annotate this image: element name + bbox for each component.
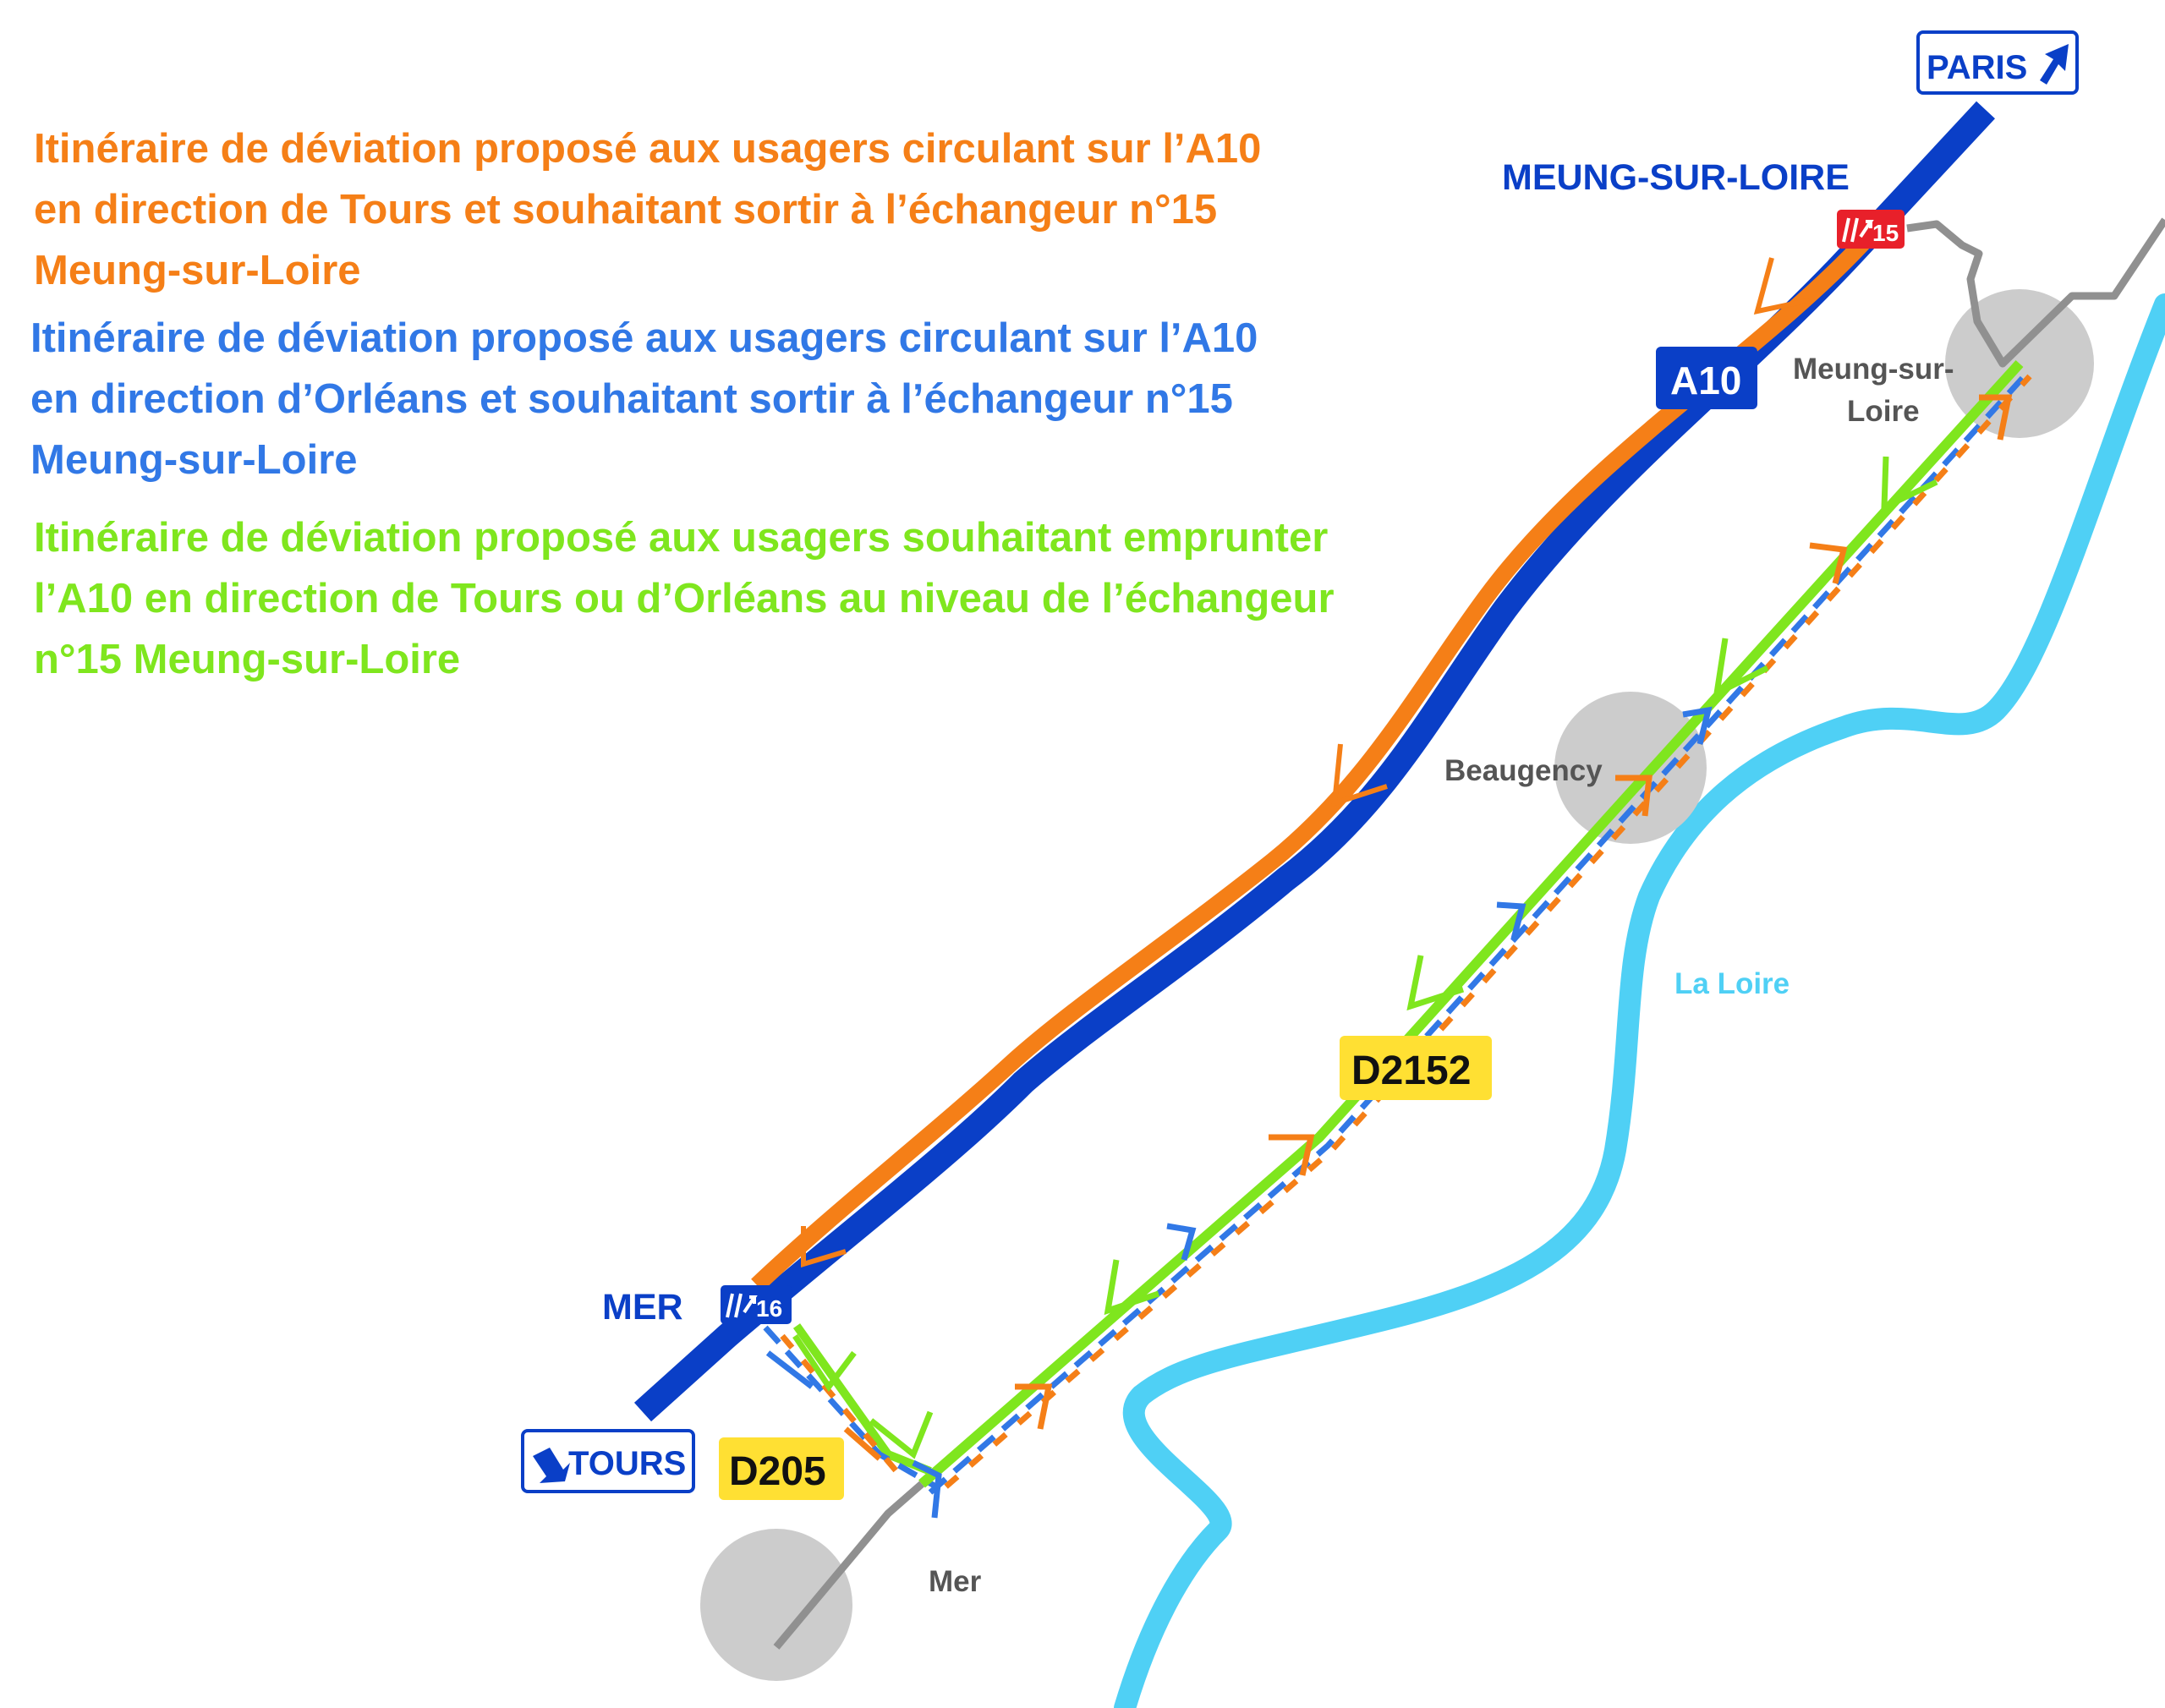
exit-icon <box>726 1293 758 1318</box>
legend-orange: Itinéraire de déviation proposé aux usag… <box>34 118 1421 301</box>
svg-text:15: 15 <box>1872 220 1899 246</box>
legend-line: en direction d’Orléans et souhaitant sor… <box>30 376 1233 422</box>
orange-route-d2152 <box>932 374 2032 1499</box>
blue-route-d205 <box>763 1325 940 1492</box>
svg-text:TOURS: TOURS <box>568 1445 686 1482</box>
town-circle-mer <box>700 1529 852 1681</box>
a10-motorway <box>633 101 1995 1422</box>
local-road-meung <box>1906 217 2165 368</box>
green-route-d2152 <box>918 359 2024 1488</box>
beaugency-label: Beaugency <box>1444 754 1603 787</box>
meung-town-label-line1: Meung-sur- <box>1793 353 1954 386</box>
meung-town-label-line2: Loire <box>1847 395 1920 428</box>
loire-river <box>1114 293 2165 1708</box>
legend-line: n°15 Meung-sur-Loire <box>34 637 461 682</box>
arrow-up-right-icon <box>2040 44 2069 85</box>
d2152-badge: D2152 <box>1340 1036 1492 1100</box>
legend-line: Itinéraire de déviation proposé aux usag… <box>30 315 1258 361</box>
legend-blue: Itinéraire de déviation proposé aux usag… <box>30 308 1417 490</box>
legend-line: l’A10 en direction de Tours ou d’Orléans… <box>34 576 1335 621</box>
tours-sign: TOURS <box>521 1429 695 1493</box>
legend-line: Itinéraire de déviation proposé aux usag… <box>34 126 1262 172</box>
legend-line: Meung-sur-Loire <box>34 248 361 293</box>
legend-green: Itinéraire de déviation proposé aux usag… <box>34 507 1421 690</box>
d205-badge: D205 <box>719 1437 844 1500</box>
legend-line: en direction de Tours et souhaitant sort… <box>34 187 1218 233</box>
orange-route-a10 <box>751 235 1872 1292</box>
svg-text:D2152: D2152 <box>1351 1048 1471 1093</box>
town-circle-beaugency <box>1554 692 1707 844</box>
blue-chevrons <box>765 706 1713 1519</box>
arrow-down-left-icon <box>533 1448 570 1483</box>
paris-sign: PARIS <box>1916 30 2079 95</box>
exit-16-badge: 16 <box>721 1285 792 1324</box>
local-road-mer <box>773 1481 924 1650</box>
loire-label: La Loire <box>1674 967 1790 1000</box>
legend-line: Itinéraire de déviation proposé aux usag… <box>34 515 1329 561</box>
svg-text:16: 16 <box>756 1295 782 1322</box>
orange-chevrons <box>843 394 2013 1461</box>
svg-text:D205: D205 <box>729 1449 826 1494</box>
a10-badge: A10 <box>1656 347 1757 409</box>
green-chevrons <box>792 456 1938 1459</box>
svg-text:PARIS: PARIS <box>1927 49 2027 86</box>
legend-line: Meung-sur-Loire <box>30 437 358 483</box>
mer-town-label: Mer <box>929 1565 982 1598</box>
exit-15-badge: 15 <box>1837 210 1905 249</box>
svg-text:A10: A10 <box>1670 359 1741 402</box>
orange-a10-arrows <box>801 257 1811 1268</box>
blue-route-d2152 <box>928 370 2031 1495</box>
exit-icon <box>1842 217 1874 243</box>
mer-exit-label: MER <box>602 1287 683 1328</box>
meung-exit-label: MEUNG-SUR-LOIRE <box>1502 157 1850 198</box>
